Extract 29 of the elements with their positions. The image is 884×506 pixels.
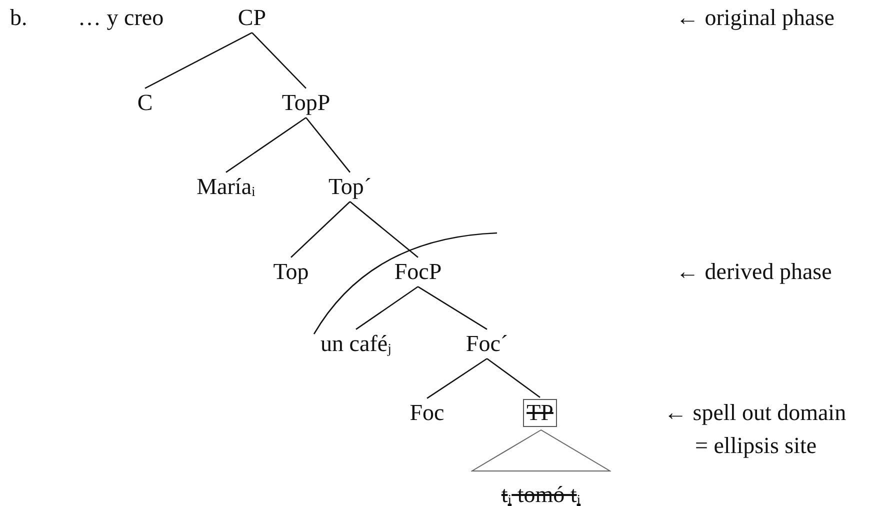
preceding-words: … y creo [78,5,164,31]
branch-line [226,117,306,173]
branch-line [426,358,488,399]
tree-label: Top´ [328,174,372,200]
elided-subtree [471,429,611,506]
phase-annotation: ← derived phase [676,259,832,285]
boxed-tree-label: TP [522,399,558,427]
branch-line [486,358,540,398]
trace-text: t$_{i}$ tomó t$_{i}$ [500,482,582,506]
tree-label: Top [273,259,309,285]
tree-label: María$_{i}$ [196,174,256,200]
branch-line [418,286,488,330]
tree-label: FocP [394,259,442,285]
tree-label: C [137,90,153,116]
phase-annotation: ← spell out domain [664,400,846,426]
branch-line [350,201,418,258]
tree-label: CP [238,5,266,31]
branch-line [144,32,252,89]
branch-line [306,117,350,173]
branch-line [290,201,350,258]
branch-line [252,32,306,89]
phase-annotation: ← original phase [676,5,834,31]
example-letter: b. [10,5,28,31]
tree-label: TopP [282,90,330,116]
phase-annotation: = ellipsis site [695,433,817,459]
tree-label: Foc´ [466,331,508,357]
tree-label: un café$_{j}$ [320,331,392,357]
tree-label: Foc [410,400,444,426]
branch-line [356,286,418,330]
